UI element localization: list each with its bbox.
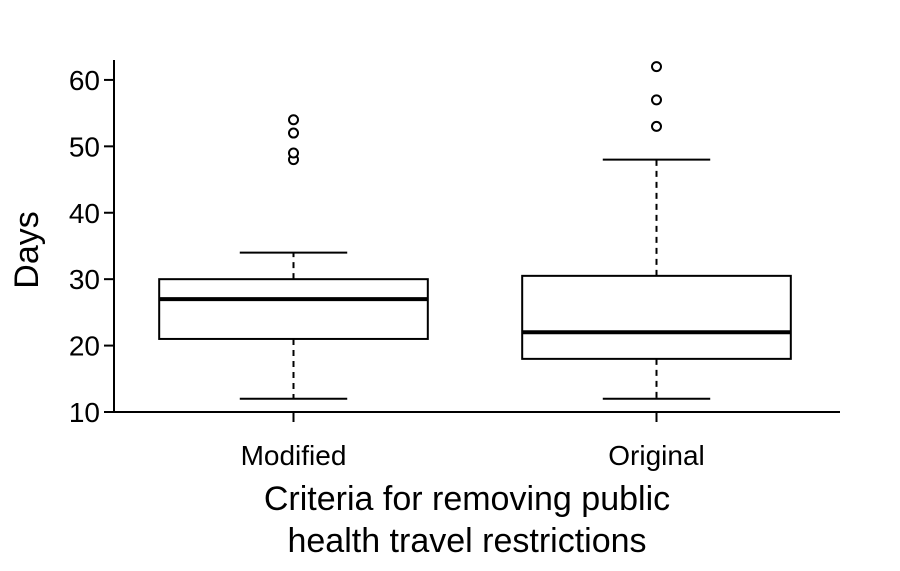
x-axis-title-line: Criteria for removing public xyxy=(264,480,670,518)
y-tick-label: 50 xyxy=(69,131,100,162)
outlier-point xyxy=(288,147,299,159)
box-original xyxy=(521,61,792,400)
x-tick-label: Original xyxy=(608,440,704,471)
x-axis-title: Criteria for removing public health trave… xyxy=(264,480,670,560)
box-group xyxy=(158,61,792,400)
iqr-box xyxy=(158,278,429,340)
y-tick-label: 30 xyxy=(69,264,100,295)
y-axis-ticks: 10 20 30 40 50 60 xyxy=(69,65,114,428)
outlier-point xyxy=(288,114,299,126)
outlier-point xyxy=(651,120,662,132)
x-axis-ticks: Modified Original xyxy=(241,412,705,471)
box-modified xyxy=(158,114,429,400)
outlier-point xyxy=(651,61,662,73)
outlier-point xyxy=(651,94,662,106)
y-axis-title: Days xyxy=(8,211,46,288)
x-axis-title-line: health travel restrictions xyxy=(287,522,646,560)
y-tick-label: 10 xyxy=(69,397,100,428)
iqr-box xyxy=(521,274,792,360)
x-tick-label: Modified xyxy=(241,440,347,471)
outlier-point xyxy=(288,127,299,139)
y-tick-label: 20 xyxy=(69,331,100,362)
y-tick-label: 60 xyxy=(69,65,100,96)
y-tick-label: 40 xyxy=(69,198,100,229)
